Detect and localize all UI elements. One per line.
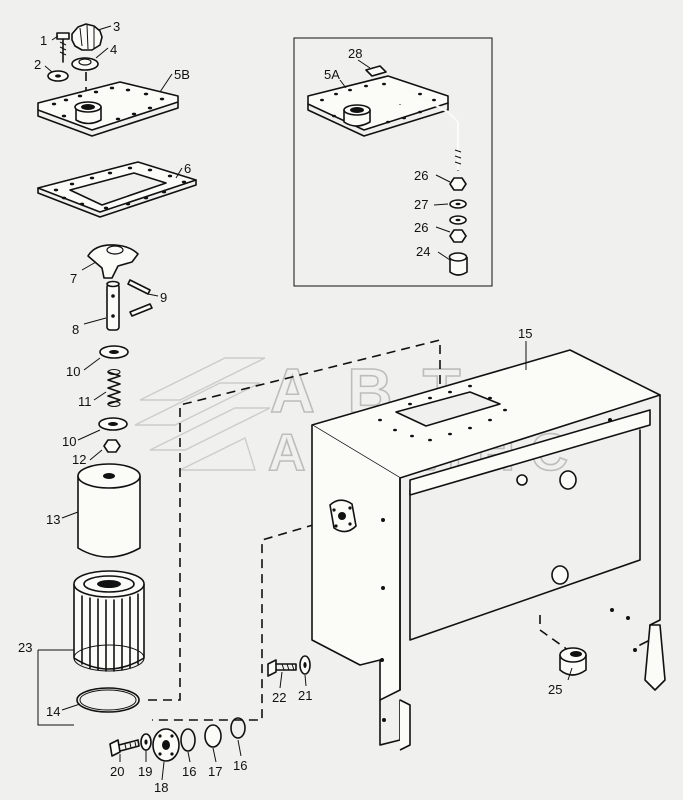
callout-13: 13 <box>46 512 60 527</box>
callout-4: 4 <box>110 42 117 57</box>
callout-28: 28 <box>348 46 362 61</box>
callout-1: 1 <box>40 33 47 48</box>
callout-8: 8 <box>72 322 79 337</box>
callout-12: 12 <box>72 452 86 467</box>
part-27-washer <box>449 199 467 209</box>
part-2-washer <box>47 70 69 82</box>
callout-14: 14 <box>46 704 60 719</box>
part-15-hydraulic-tank <box>311 349 666 751</box>
callout-20: 20 <box>110 764 124 779</box>
callout-21: 21 <box>298 688 312 703</box>
part-8-shaft <box>106 280 120 331</box>
leader-lines <box>44 25 573 781</box>
callout-5a: 5A <box>324 67 340 82</box>
watermark-logo-icon <box>134 357 271 471</box>
callout-26-upper: 26 <box>414 168 428 183</box>
callout-labels: 1 2 3 4 5B 6 7 9 8 10 11 10 12 13 23 14 … <box>18 19 562 795</box>
callout-7: 7 <box>70 271 77 286</box>
assembly-path-drain <box>152 519 331 721</box>
part-23-filter-element <box>73 570 145 672</box>
part-25-port-fitting <box>559 647 587 676</box>
callout-25: 25 <box>548 682 562 697</box>
callout-27: 27 <box>414 197 428 212</box>
callout-26-lower: 26 <box>414 220 428 235</box>
part-6-gasket <box>37 161 197 218</box>
part-26-nut-upper <box>449 177 467 191</box>
part-1-bolt <box>56 32 70 63</box>
part-4-nut <box>71 57 99 71</box>
part-10-washer-top <box>99 345 129 359</box>
callout-3: 3 <box>113 19 120 34</box>
part-19-washer <box>140 733 152 751</box>
part-26-nut-lower <box>449 215 467 243</box>
callout-10-top: 10 <box>66 364 80 379</box>
part-10-washer-bottom <box>98 417 128 431</box>
callout-16-right: 16 <box>233 758 247 773</box>
callout-23: 23 <box>18 640 32 655</box>
callout-16-left: 16 <box>182 764 196 779</box>
part-17-gasket <box>204 724 222 748</box>
callout-5b: 5B <box>174 67 190 82</box>
part-5b-cover-plate <box>37 81 179 137</box>
callout-2: 2 <box>34 57 41 72</box>
part-18-flange-cover <box>152 728 180 762</box>
part-16-seal-ring-right <box>230 717 246 739</box>
callout-17: 17 <box>208 764 222 779</box>
part-3-knob <box>71 23 103 51</box>
part-16-seal-ring-left <box>180 728 196 752</box>
part-11-spring <box>107 369 121 407</box>
callout-22: 22 <box>272 690 286 705</box>
callout-11: 11 <box>78 394 92 409</box>
callout-15: 15 <box>518 326 532 341</box>
callout-18: 18 <box>154 780 168 795</box>
callout-9: 9 <box>160 290 167 305</box>
assembly-path-filter <box>148 338 441 701</box>
part-13-filter-canister <box>77 463 141 558</box>
part-28-label-plate <box>365 65 387 77</box>
part-9-pins <box>127 279 153 317</box>
inset-frame <box>293 37 493 287</box>
part-24-sleeve <box>448 252 468 276</box>
part-22-bolt <box>267 659 297 677</box>
part-20-bolt <box>109 739 140 757</box>
part-7-fitting <box>87 244 139 279</box>
assembly-path-fitting-25 <box>539 615 576 656</box>
part-21-washer <box>299 655 311 675</box>
callout-24: 24 <box>416 244 430 259</box>
callout-19: 19 <box>138 764 152 779</box>
part-12-nut <box>103 439 121 453</box>
callout-6: 6 <box>184 161 191 176</box>
callout-10-bottom: 10 <box>62 434 76 449</box>
part-5a-cover-plate-with-tube <box>307 75 462 171</box>
part-14-o-ring <box>76 687 140 713</box>
